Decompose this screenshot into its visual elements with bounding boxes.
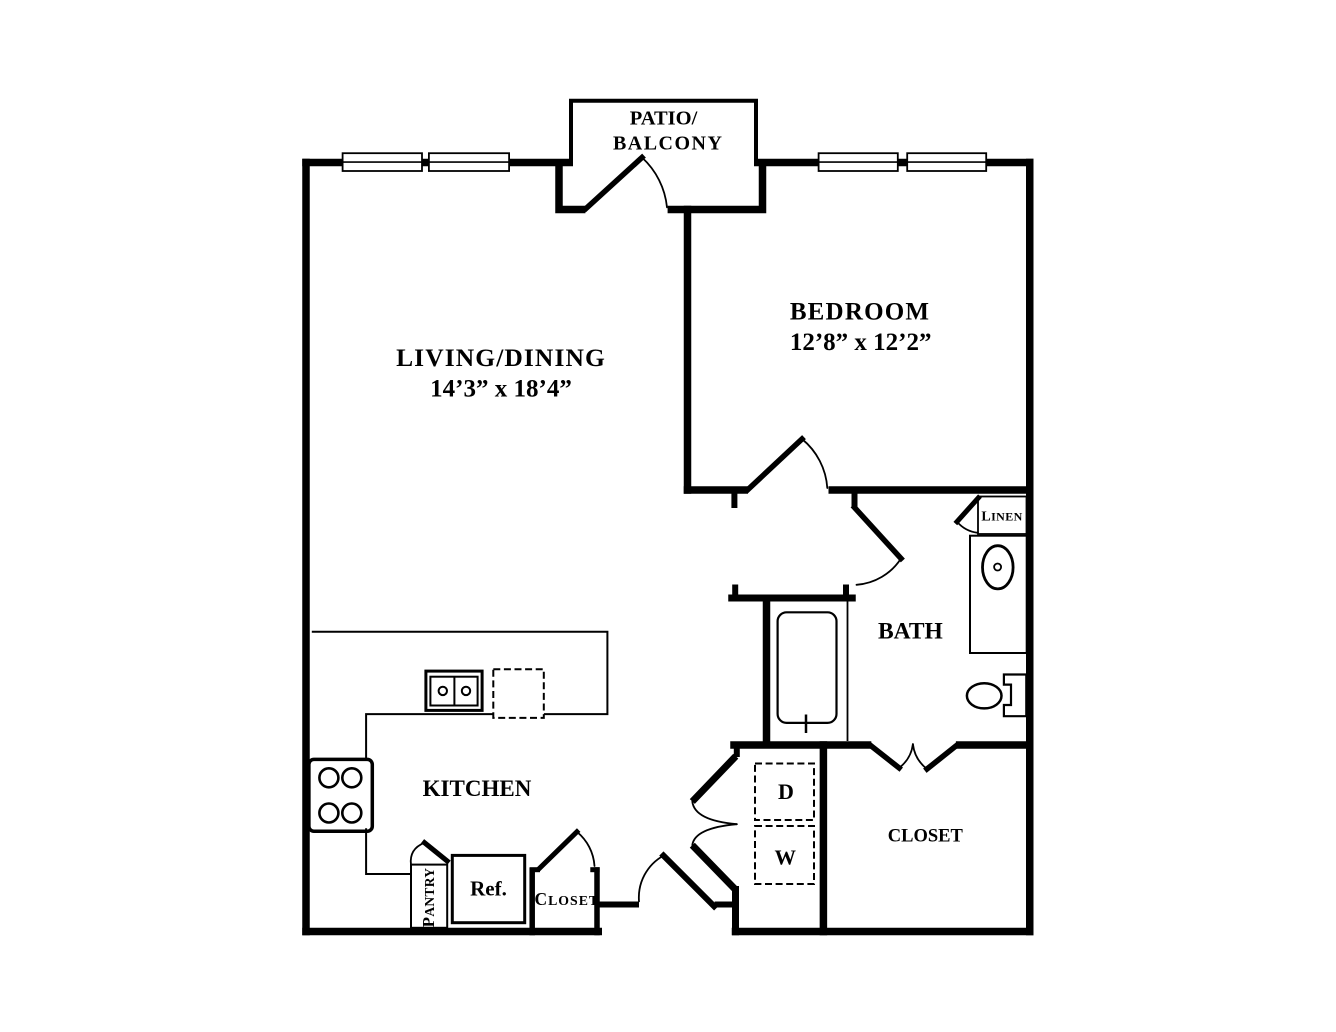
svg-text:CLOSET: CLOSET xyxy=(534,889,599,909)
svg-text:PANTRY: PANTRY xyxy=(419,868,438,928)
svg-text:D: D xyxy=(778,779,794,804)
svg-text:PATIO/: PATIO/ xyxy=(630,107,698,129)
svg-text:LINEN: LINEN xyxy=(981,510,1022,525)
svg-text:BATH: BATH xyxy=(878,619,943,645)
svg-text:LIVING/DINING: LIVING/DINING xyxy=(396,343,606,372)
svg-text:14’3” x 18’4”: 14’3” x 18’4” xyxy=(430,376,572,403)
svg-text:12’8” x 12’2”: 12’8” x 12’2” xyxy=(790,329,932,356)
svg-text:BEDROOM: BEDROOM xyxy=(790,299,930,326)
svg-text:Ref.: Ref. xyxy=(470,876,507,900)
svg-text:W: W xyxy=(775,846,797,870)
svg-text:CLOSET: CLOSET xyxy=(888,826,964,846)
svg-text:KITCHEN: KITCHEN xyxy=(423,776,532,801)
svg-text:BALCONY: BALCONY xyxy=(613,132,724,154)
